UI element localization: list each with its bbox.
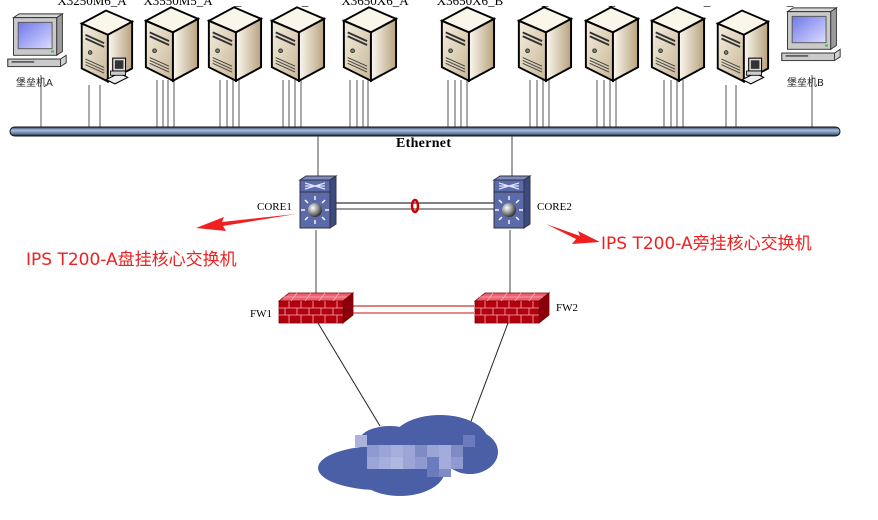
server-drop-lines <box>40 75 813 128</box>
link-fw1-cloud <box>317 322 381 427</box>
annotation-right: IPS T200-A旁挂核心交换机 <box>601 234 812 254</box>
server-4-icon <box>270 6 326 82</box>
bastion-a-icon <box>7 13 67 68</box>
fw2-firewall-icon <box>474 292 550 324</box>
server-x3650x6-b-icon <box>440 6 496 82</box>
server-label-srv11: _ <box>786 0 794 8</box>
internet-cloud-icon <box>318 415 498 496</box>
fw1-firewall-icon <box>278 292 354 324</box>
ethernet-label: Ethernet <box>396 136 452 151</box>
link-core1-core2 <box>334 198 494 214</box>
server-label-srv3: _ <box>234 0 242 8</box>
server-label-srv7: _ <box>541 0 549 8</box>
server-10-icon <box>716 9 770 85</box>
server-label-srv4: _ <box>301 0 309 8</box>
core2-label: CORE2 <box>537 201 572 213</box>
server-label-srv1: X3250M6_A <box>57 0 127 8</box>
fw1-label: FW1 <box>250 308 272 320</box>
core1-switch-icon <box>299 175 337 229</box>
server-label-srv10: _ <box>703 0 711 8</box>
link-aggregation-icon <box>410 198 420 214</box>
server-label-srv8: _ <box>608 0 616 8</box>
server-8-icon <box>584 6 640 82</box>
right-arrow-icon <box>546 224 600 244</box>
server-label-srv5: X3650X6_A <box>341 0 409 8</box>
server-x3650x6-a-icon <box>342 6 398 82</box>
redacted-cloud-label <box>355 435 475 477</box>
server-label-srv2: X3550M5_A <box>143 0 213 8</box>
link-fw1-fw2 <box>352 305 474 314</box>
bastion-a-label: 堡垒机A <box>16 78 53 89</box>
left-arrow-icon <box>196 214 296 231</box>
server-9-icon <box>650 6 706 82</box>
server-x3550m5-a-icon <box>144 6 200 82</box>
server-3-icon <box>207 6 263 82</box>
core1-label: CORE1 <box>257 201 292 213</box>
bastion-b-label: 堡垒机B <box>787 78 824 89</box>
bastion-b-icon <box>781 7 841 62</box>
annotation-left: IPS T200-A盘挂核心交换机 <box>26 250 237 270</box>
server-7-icon <box>517 6 573 82</box>
server-x3250m6-a-icon <box>80 9 134 85</box>
link-fw2-cloud <box>466 322 509 433</box>
server-label-srv6: X3650X6_B <box>436 0 504 8</box>
core2-switch-icon <box>493 175 531 229</box>
fw2-label: FW2 <box>556 302 578 314</box>
ethernet-bus <box>9 126 841 137</box>
